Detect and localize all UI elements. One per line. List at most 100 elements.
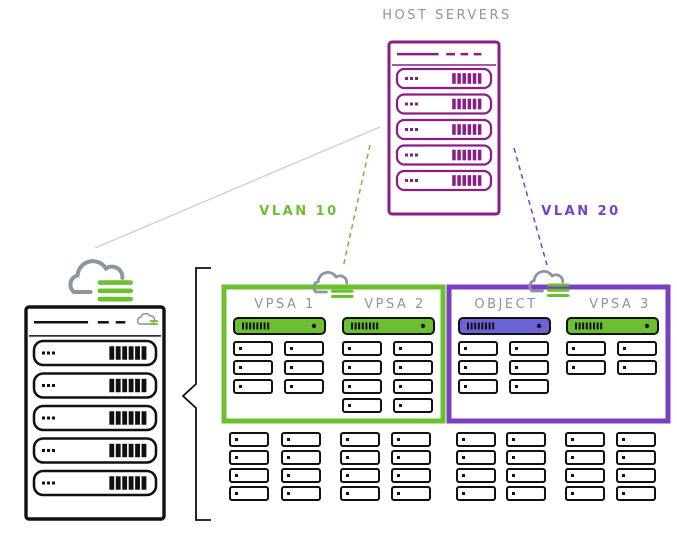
slot-dot	[42, 384, 45, 387]
rack-slot	[32, 372, 158, 399]
drive-body	[617, 360, 657, 375]
slot-bar	[128, 378, 134, 393]
drive-icon	[506, 450, 546, 465]
drive-dot	[462, 474, 465, 477]
slot-bar	[457, 73, 461, 84]
drive-dot	[399, 366, 402, 369]
drive-body	[565, 468, 605, 483]
drive-icon	[281, 450, 321, 465]
drive-dot	[462, 456, 465, 459]
slot-outline	[395, 67, 493, 90]
drive-icon	[565, 432, 605, 447]
drive-dot	[622, 492, 625, 495]
slot-bar	[115, 378, 121, 393]
drive-body	[393, 341, 433, 356]
slot-bar	[477, 73, 482, 84]
drive-body	[458, 341, 498, 356]
slot-bar	[115, 411, 121, 425]
drive-body	[342, 398, 382, 413]
drive-body	[456, 486, 496, 501]
drive-body	[391, 468, 431, 483]
slot-bar	[141, 476, 147, 490]
link-to-local-server	[94, 126, 381, 249]
slot-dot	[415, 128, 418, 131]
slot-bar	[115, 443, 121, 458]
controller-vent	[488, 322, 491, 330]
drive-dot	[235, 456, 238, 459]
drive-icon	[229, 486, 269, 501]
drive-body	[342, 379, 382, 394]
slot-bar	[452, 124, 456, 135]
drive-dot	[399, 385, 402, 388]
object-label: OBJECT	[474, 297, 537, 312]
slot-dot	[415, 153, 418, 157]
drive-dot	[346, 492, 349, 495]
drive-body	[229, 450, 269, 465]
drive-body	[458, 360, 498, 375]
controller-vent	[585, 322, 588, 330]
drive-body	[229, 486, 269, 501]
drive-dot	[287, 474, 290, 477]
slot-bar	[452, 73, 456, 84]
slot-dot	[47, 351, 50, 355]
drive-body	[506, 432, 546, 447]
drive-body	[284, 360, 324, 375]
rack-slot	[32, 339, 158, 367]
slot-outline	[395, 93, 493, 115]
host-servers-title: HOST SERVERS	[382, 8, 512, 23]
cloud-icon	[528, 270, 570, 297]
slot-bar	[467, 149, 472, 161]
drive-body	[393, 398, 433, 413]
drive-icon	[565, 450, 605, 465]
drive-dot	[235, 492, 238, 495]
slot-bar	[462, 73, 466, 84]
slot-bar	[452, 175, 456, 186]
controller-body	[233, 317, 326, 335]
drive-icon	[342, 398, 382, 413]
controller-vent	[256, 322, 259, 330]
slot-bar	[477, 98, 482, 110]
drive-dot	[348, 366, 351, 369]
drive-icon	[393, 360, 433, 375]
drive-dot	[290, 366, 293, 369]
drive-body	[565, 432, 605, 447]
slot-bar	[477, 175, 482, 186]
drive-dot	[512, 456, 515, 459]
drive-icon	[281, 468, 321, 483]
drive-icon	[281, 432, 321, 447]
controller-vent	[485, 322, 487, 330]
slot-dot	[405, 153, 408, 157]
drive-dot	[397, 456, 400, 459]
slot-bar	[452, 149, 456, 161]
drive-body	[284, 341, 324, 356]
drive-dot	[464, 347, 467, 350]
local-server-rack-icon	[24, 305, 166, 521]
drive-body	[391, 486, 431, 501]
controller-vent	[252, 322, 255, 330]
slot-bar	[467, 175, 472, 186]
host-server-rack-icon	[387, 40, 501, 216]
slot-bar	[477, 124, 482, 135]
slot-dot	[410, 179, 413, 182]
controller-vent	[492, 322, 495, 330]
slot-bar	[135, 411, 140, 425]
drive-dot	[235, 474, 238, 477]
slot-dot	[405, 77, 408, 80]
slot-outline	[395, 118, 493, 141]
slot-dot	[47, 416, 50, 420]
drive-body	[566, 341, 606, 356]
vlan-20-group-box	[446, 284, 671, 424]
drive-body	[340, 450, 380, 465]
controller-bar	[342, 317, 435, 335]
drive-icon	[506, 432, 546, 447]
controller-vent	[474, 322, 477, 330]
rack-slot	[395, 169, 493, 192]
vlan-10-label: VLAN 10	[259, 204, 338, 219]
drive-icon	[281, 486, 321, 501]
slot-bar	[109, 411, 115, 425]
slot-bar	[467, 124, 472, 135]
slot-bar	[128, 443, 134, 458]
drive-dot	[622, 438, 625, 441]
drive-dot	[290, 347, 293, 350]
